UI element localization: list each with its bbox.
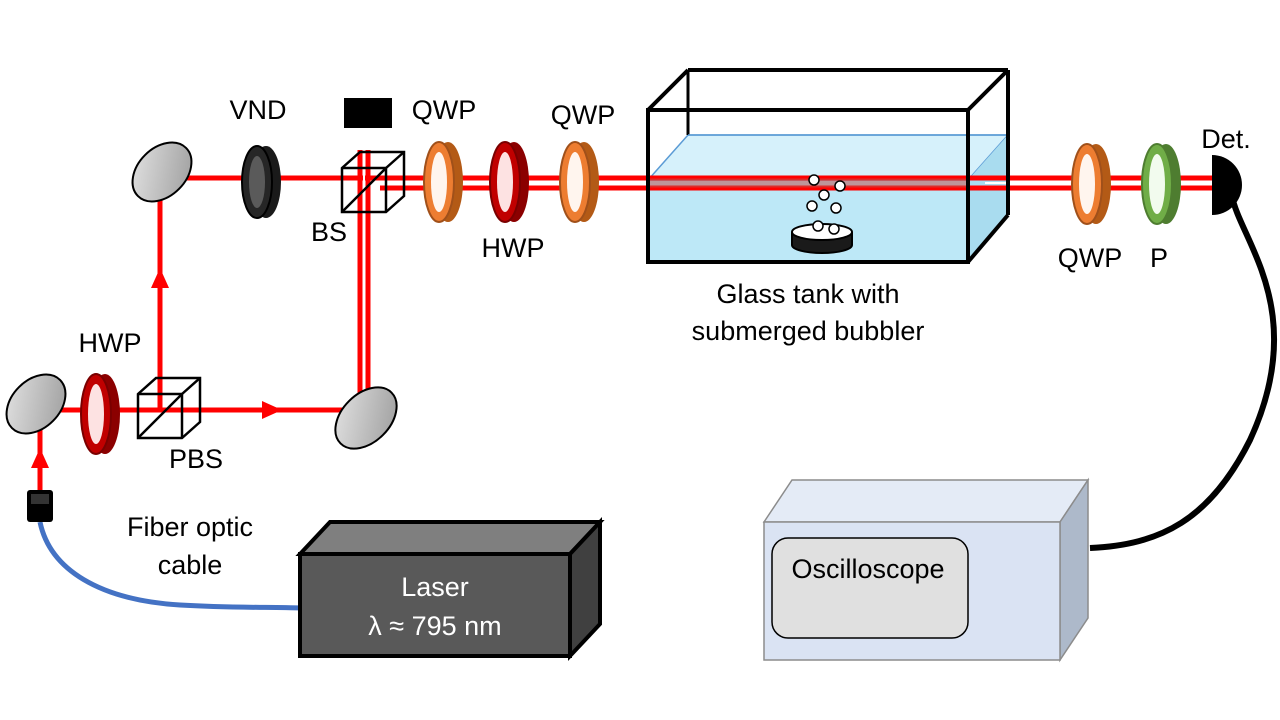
half-wave-plate-2: [489, 141, 529, 223]
polarizing-beam-splitter: [136, 376, 202, 440]
glass-tank-frame: [646, 68, 1010, 264]
label-fiber-line2: cable: [158, 550, 223, 580]
label-hwp-1: HWP: [79, 328, 142, 358]
label-det: Det.: [1201, 124, 1251, 154]
beam-splitter-bs: [340, 150, 406, 214]
label-bs: BS: [311, 217, 347, 247]
label-pbs: PBS: [169, 444, 223, 474]
vnd-filter: [241, 145, 281, 219]
quarter-wave-plate-3: [1071, 143, 1111, 225]
fiber-connector: [27, 490, 53, 522]
quarter-wave-plate-2: [559, 141, 599, 223]
fiber-optic-cable: [37, 521, 301, 611]
mirror: [5, 141, 398, 450]
label-fiber-line1: Fiber optic: [127, 512, 253, 542]
label-hwp-2: HWP: [482, 233, 545, 263]
beam-dump: [344, 98, 392, 128]
beam-arrow: [31, 268, 282, 468]
half-wave-plate-1: [80, 373, 120, 455]
detector-cable: [1089, 195, 1278, 551]
label-qwp-3: QWP: [1058, 243, 1123, 273]
label-qwp-1: QWP: [412, 95, 477, 125]
label-vnd: VND: [229, 95, 286, 125]
quarter-wave-plate-1: [423, 141, 463, 223]
label-tank-line2: submerged bubbler: [692, 316, 925, 346]
label-polarizer: P: [1150, 243, 1168, 273]
polarizer: [1141, 143, 1181, 225]
label-laser-line2: λ ≈ 795 nm: [368, 611, 501, 641]
label-oscilloscope: Oscilloscope: [791, 554, 944, 584]
oscilloscope-screen: [771, 537, 969, 639]
label-tank-line1: Glass tank with: [716, 279, 899, 309]
laser-box: [295, 516, 605, 662]
bubbler: [791, 174, 853, 254]
label-qwp-2: QWP: [551, 100, 616, 130]
label-laser-line1: Laser: [401, 572, 469, 602]
oscilloscope-box: [762, 477, 1090, 663]
laser-beam: [37, 150, 1218, 490]
